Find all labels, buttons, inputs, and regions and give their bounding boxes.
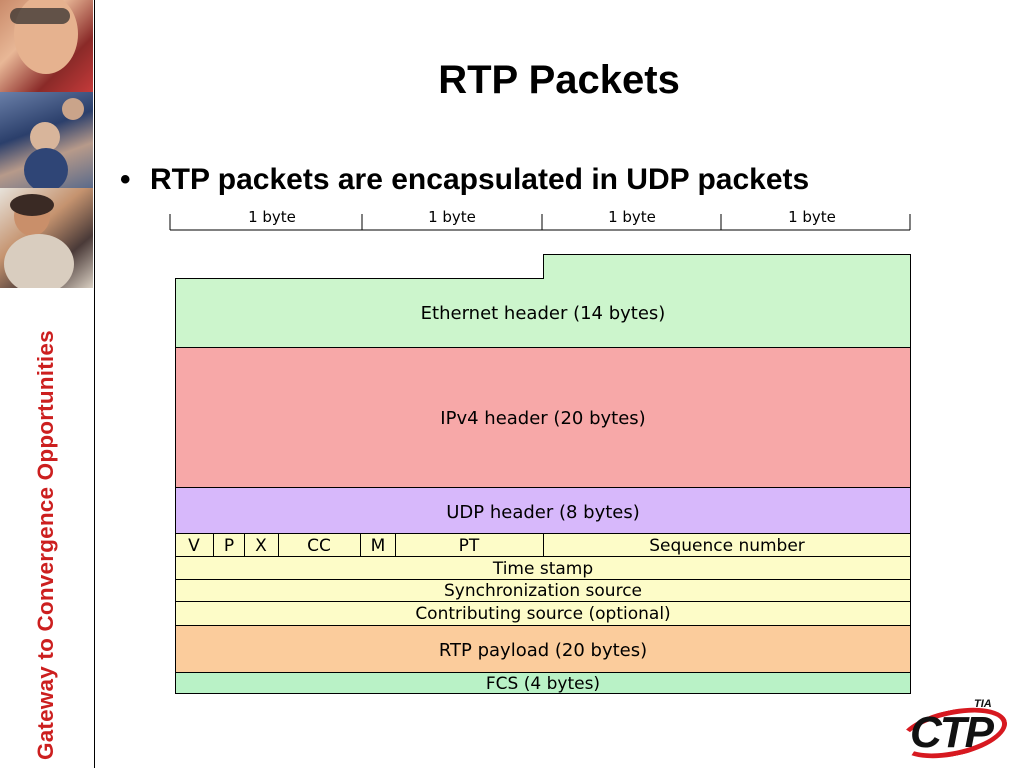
ctp-logo: CTP TIA (894, 698, 1014, 767)
field-m: M (371, 536, 386, 556)
bullet-text: RTP packets are encapsulated in UDP pack… (150, 163, 810, 196)
byte-label-2: 1 byte (428, 208, 476, 226)
slide-title: RTP Packets (438, 58, 680, 102)
fcs-block (175, 672, 911, 694)
fcs-label: FCS (4 bytes) (486, 674, 600, 694)
field-v: V (188, 536, 200, 556)
logo-superscript: TIA (974, 698, 992, 710)
photo-classroom (0, 92, 93, 188)
photo-woman-with-phone (0, 188, 93, 288)
sync-source-label: Synchronization source (444, 581, 642, 601)
ethernet-header-block (175, 254, 911, 348)
field-x: X (255, 536, 267, 556)
sidebar: Gateway to Convergence Opportunities (0, 0, 95, 768)
contrib-source-label: Contributing source (optional) (415, 604, 670, 624)
payload-label: RTP payload (20 bytes) (439, 640, 647, 661)
byte-label-3: 1 byte (608, 208, 656, 226)
bullet-item: • RTP packets are encapsulated in UDP pac… (120, 163, 809, 197)
udp-header-block (175, 487, 911, 534)
byte-ruler (169, 214, 911, 231)
field-cc: CC (307, 536, 331, 556)
ipv4-header-block (175, 347, 911, 488)
byte-label-1: 1 byte (248, 208, 296, 226)
field-sequence-number: Sequence number (649, 536, 805, 556)
field-pt: PT (459, 536, 480, 556)
timestamp-label: Time stamp (492, 559, 593, 579)
udp-header-label: UDP header (8 bytes) (446, 502, 640, 523)
bullet-marker: • (120, 163, 131, 196)
ethernet-header-label: Ethernet header (14 bytes) (421, 303, 666, 324)
byte-label-4: 1 byte (788, 208, 836, 226)
ipv4-header-label: IPv4 header (20 bytes) (440, 408, 645, 429)
logo-text: CTP (910, 708, 994, 757)
field-p: P (224, 536, 234, 556)
photo-smiling-man (0, 0, 93, 92)
